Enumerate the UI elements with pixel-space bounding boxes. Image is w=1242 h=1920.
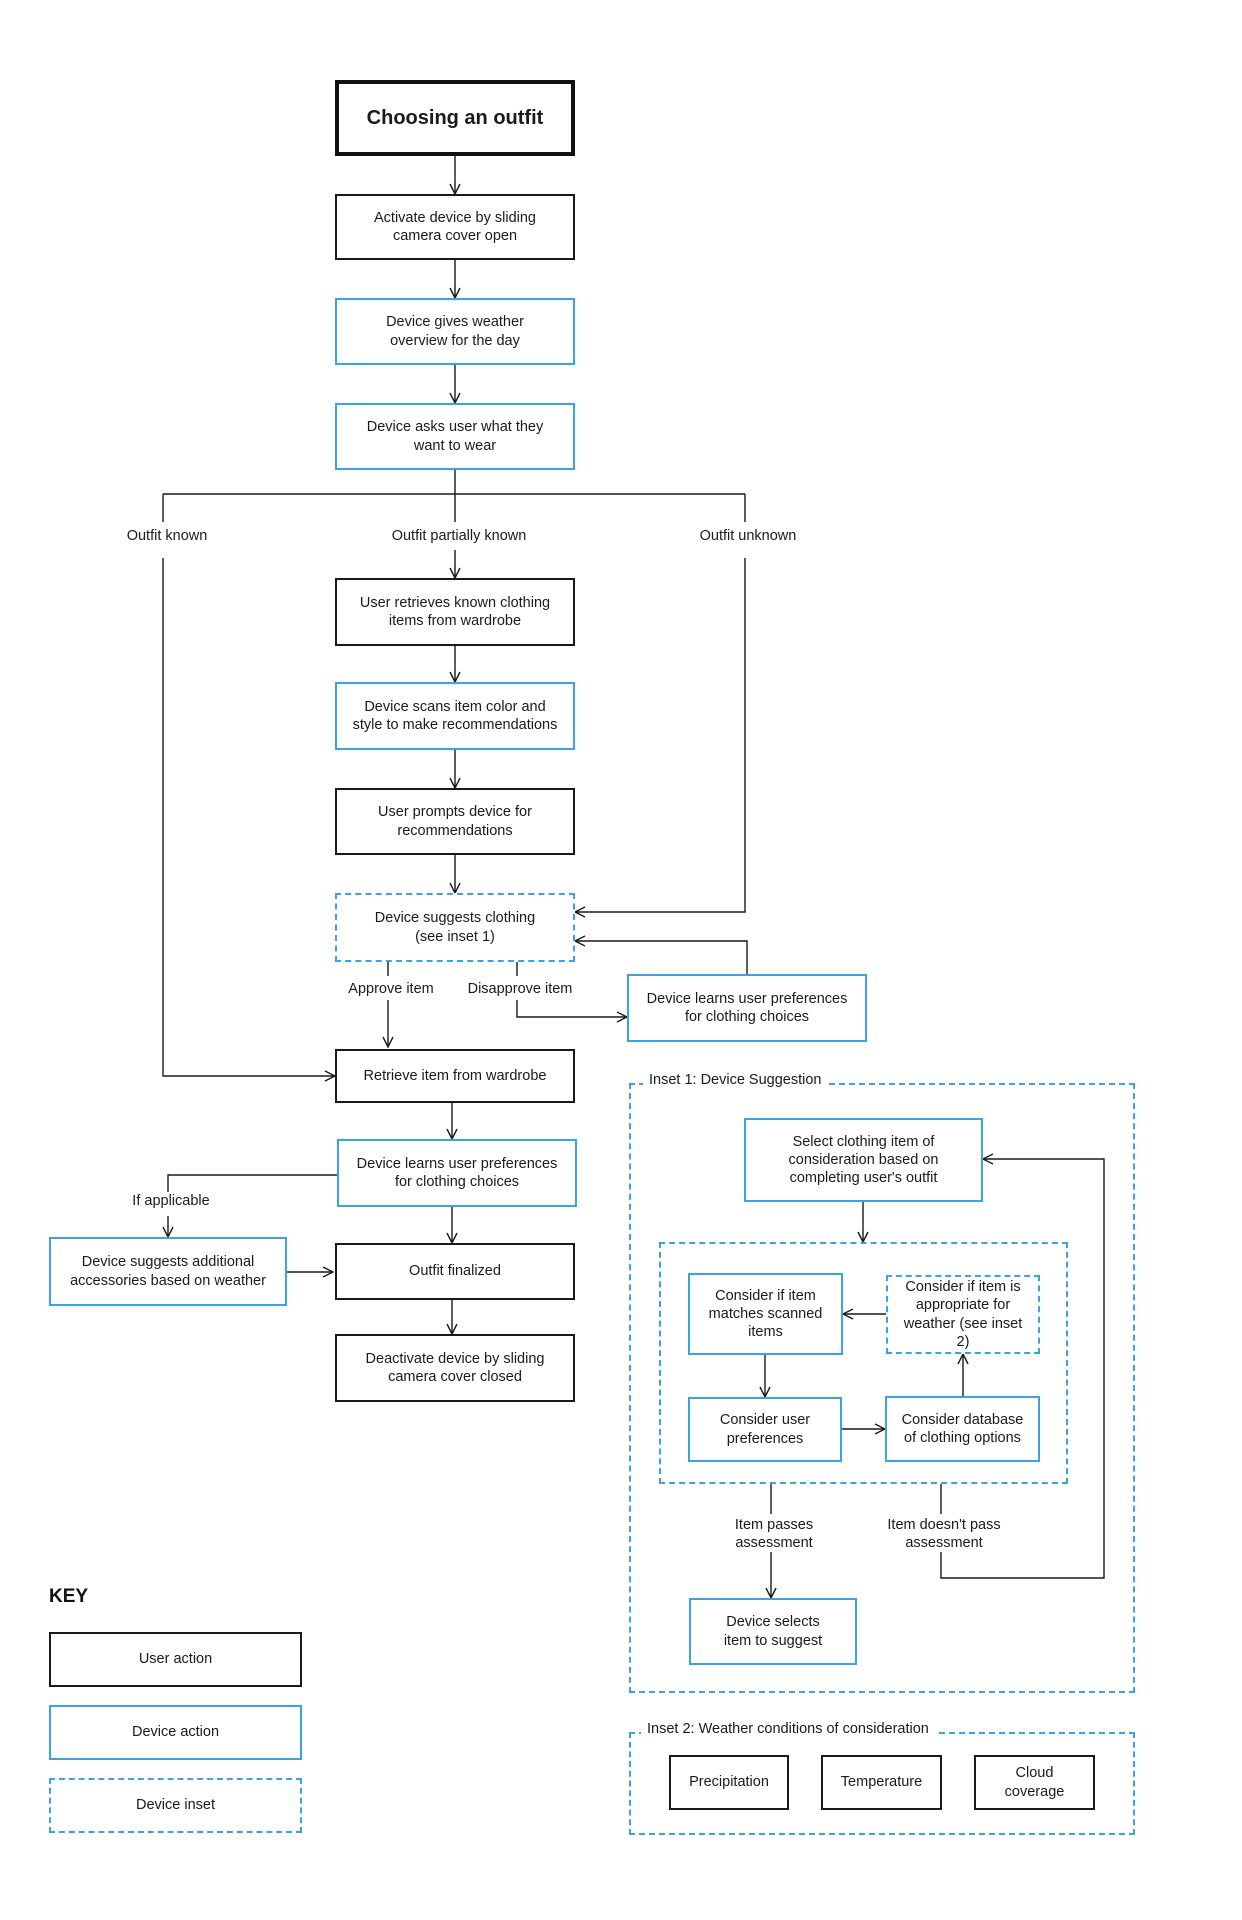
page-title: Choosing an outfit (366, 106, 544, 129)
suggests-clothing-box: Device suggests clothing (see inset 1) (335, 893, 575, 962)
label-item-passes: Item passes assessment (715, 1516, 833, 1553)
temperature-box: Temperature (821, 1755, 942, 1810)
appropriate-weather-box: Consider if item is appropriate for weat… (886, 1275, 1040, 1354)
learns-preferences-right-box: Device learns user preferences for cloth… (627, 974, 867, 1042)
assessment-group-frame (659, 1242, 1068, 1484)
inset-1-frame (629, 1083, 1135, 1693)
label-approve-item: Approve item (336, 980, 446, 999)
retrieve-known-box: User retrieves known clothing items from… (335, 578, 575, 646)
learns-preferences-center-box: Device learns user preferences for cloth… (337, 1139, 577, 1207)
select-item-box: Select clothing item of consideration ba… (744, 1118, 983, 1202)
key-device-inset: Device inset (49, 1778, 302, 1833)
label-outfit-partially-known: Outfit partially known (375, 527, 543, 546)
scans-item-box: Device scans item color and style to mak… (335, 682, 575, 750)
key-user-action: User action (49, 1632, 302, 1687)
inset-2-title: Inset 2: Weather conditions of considera… (641, 1721, 935, 1737)
key-title: KEY (49, 1586, 89, 1607)
matches-scanned-box: Consider if item matches scanned items (688, 1273, 843, 1355)
database-box: Consider database of clothing options (885, 1396, 1040, 1462)
accessories-box: Device suggests additional accessories b… (49, 1237, 287, 1306)
label-disapprove-item: Disapprove item (457, 980, 583, 999)
arrow-not-pass-loop (940, 1159, 1105, 1579)
arrow-known-to-retrieve (162, 558, 335, 1076)
user-preferences-box: Consider user preferences (688, 1397, 842, 1462)
selects-suggest-box: Device selects item to suggest (689, 1598, 857, 1665)
arrow-learns-to-accessories (168, 1174, 337, 1237)
outfit-finalized-box: Outfit finalized (335, 1243, 575, 1300)
inset-1-title: Inset 1: Device Suggestion (643, 1072, 828, 1088)
title-box: Choosing an outfit (335, 80, 575, 156)
arrow-unknown-to-suggests (575, 558, 746, 912)
arrow-disapprove (516, 962, 627, 1017)
label-item-not-pass: Item doesn't pass assessment (869, 1516, 1019, 1553)
arrow-learns-to-suggests (575, 941, 748, 974)
label-if-applicable: If applicable (118, 1192, 224, 1211)
label-outfit-unknown: Outfit unknown (685, 527, 811, 546)
branch-line (162, 470, 746, 522)
deactivate-device-box: Deactivate device by sliding camera cove… (335, 1334, 575, 1402)
key-device-action: Device action (49, 1705, 302, 1760)
label-outfit-known: Outfit known (113, 527, 221, 546)
activate-device-box: Activate device by sliding camera cover … (335, 194, 575, 260)
retrieve-item-box: Retrieve item from wardrobe (335, 1049, 575, 1103)
asks-user-box: Device asks user what they want to wear (335, 403, 575, 470)
precipitation-box: Precipitation (669, 1755, 789, 1810)
cloud-coverage-box: Cloud coverage (974, 1755, 1095, 1810)
prompts-device-box: User prompts device for recommendations (335, 788, 575, 855)
weather-overview-box: Device gives weather overview for the da… (335, 298, 575, 365)
